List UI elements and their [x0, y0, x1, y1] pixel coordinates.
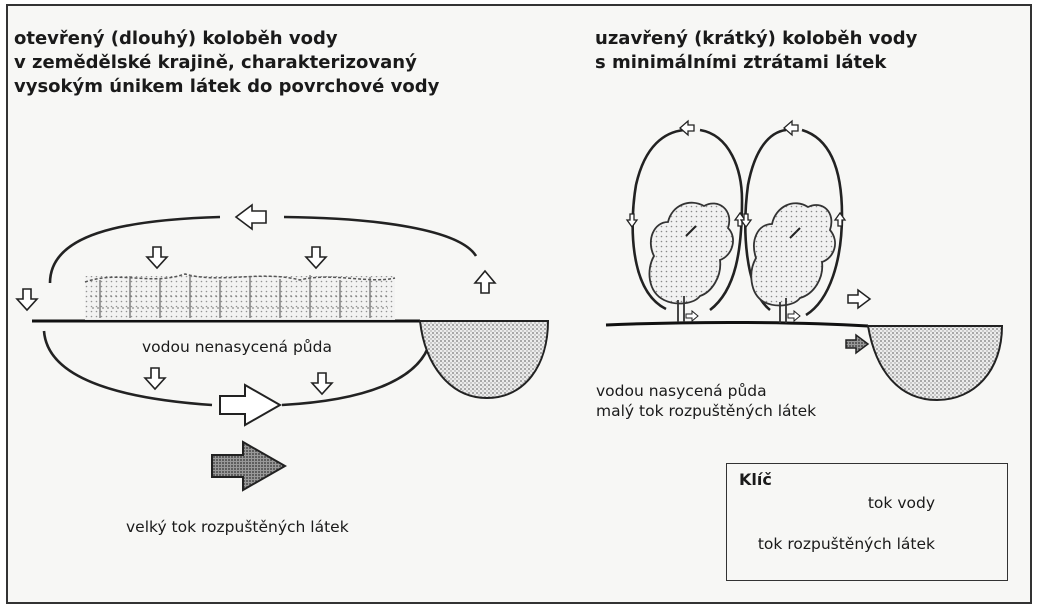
left-soil-label: vodou nenasycená půda [142, 337, 332, 358]
arrow-down-icon [147, 247, 167, 268]
arrow-left-icon [784, 121, 798, 135]
right-cycle [606, 121, 1002, 400]
arrow-down-icon [306, 247, 326, 268]
arrow-right-icon [788, 311, 800, 321]
right-soil-label-line-1: vodou nasycená půda [596, 381, 767, 402]
arrow-left-icon [680, 121, 694, 135]
arrow-down-icon [17, 289, 37, 310]
arrow-down-icon [145, 368, 165, 389]
arrow-down-icon [312, 373, 332, 394]
crop-field [85, 274, 395, 320]
right-river [868, 326, 1002, 400]
solute-arrow-small-icon [846, 335, 868, 353]
right-soil-label-line-2: malý tok rozpuštěných látek [596, 401, 816, 422]
arrow-up-icon [835, 213, 845, 226]
right-ground-line [606, 322, 868, 326]
legend-title: Klíč [739, 470, 772, 489]
legend-box: Klíč tok vody tok rozpuštěných látek [726, 463, 1008, 581]
left-river [420, 321, 548, 398]
arrow-right-icon [848, 290, 870, 308]
legend-solute-flow-label: tok rozpuštěných látek [758, 535, 935, 553]
arrow-down-icon [627, 214, 637, 227]
left-flux-label: velký tok rozpuštěných látek [126, 517, 349, 538]
upper-water-loop [50, 217, 220, 283]
solute-flow-arrow-icon [212, 442, 285, 490]
arrow-left-icon [236, 205, 266, 229]
arrow-right-icon [686, 311, 698, 321]
water-flow-arrow-icon [220, 385, 280, 425]
legend-water-flow-label: tok vody [868, 494, 935, 512]
arrow-up-icon [475, 271, 495, 293]
tree-1 [649, 203, 733, 322]
